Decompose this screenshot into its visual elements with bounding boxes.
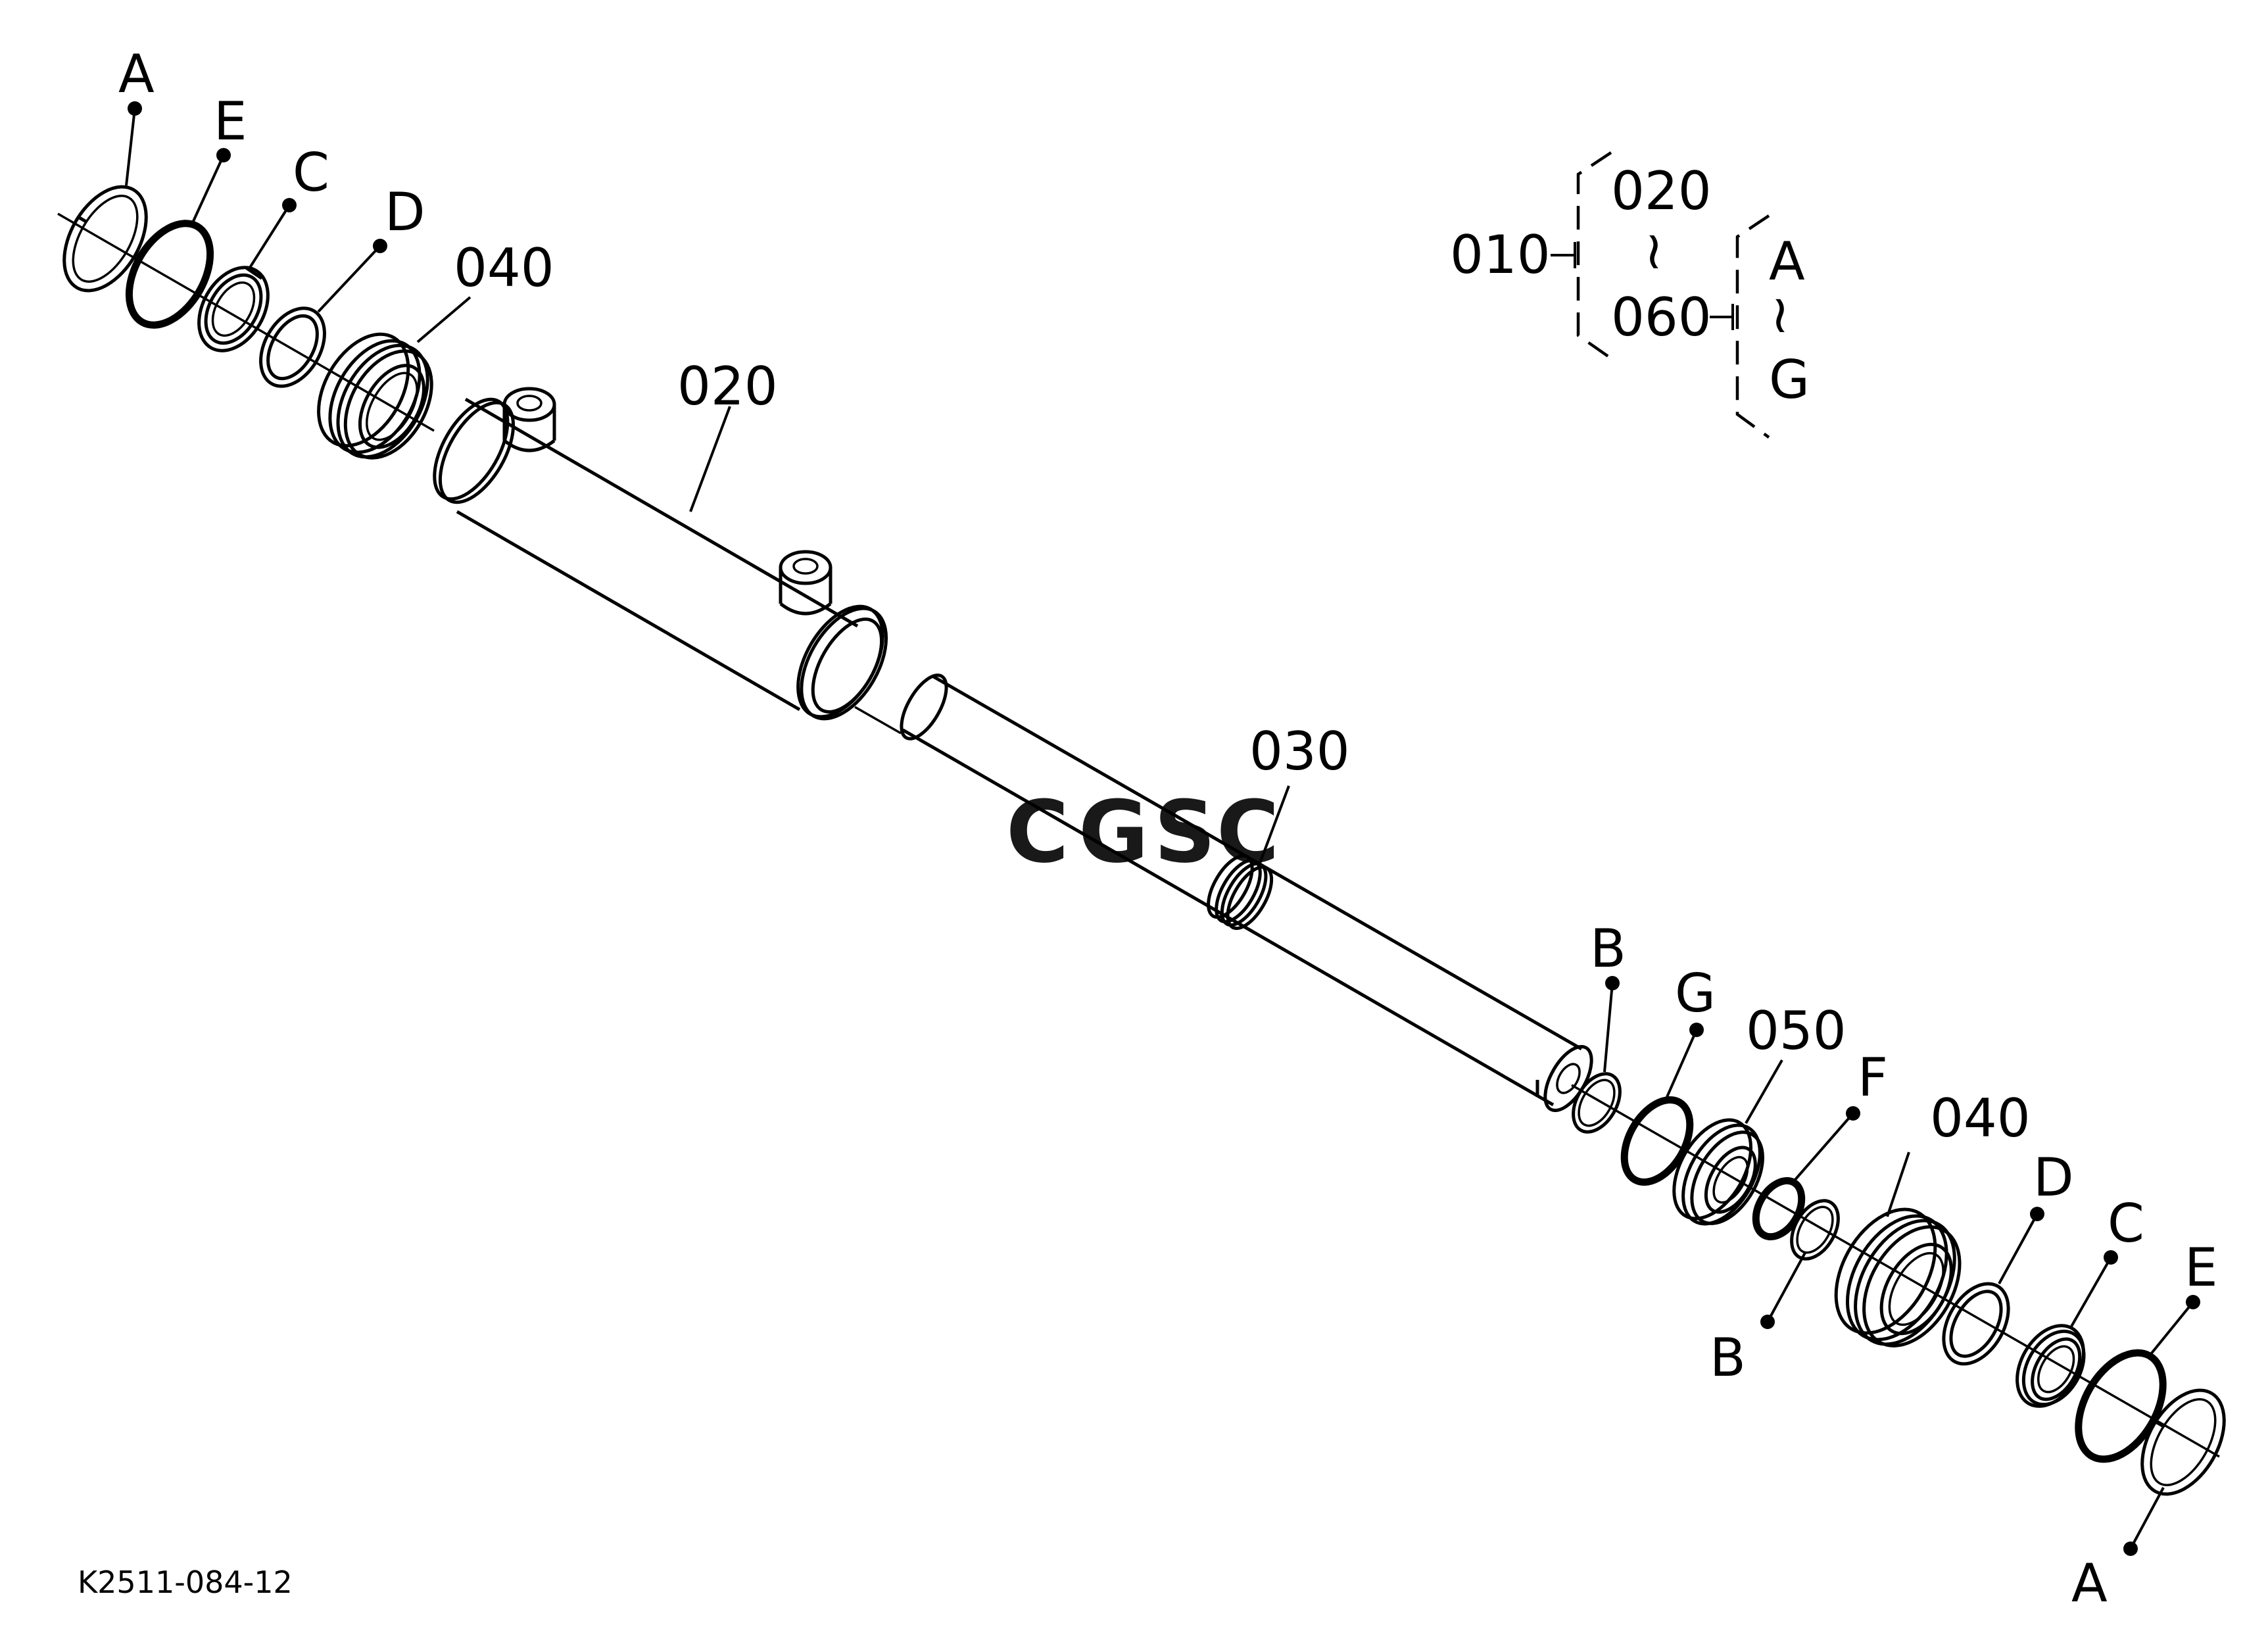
o-ring-e-left bbox=[125, 220, 214, 329]
seal-c-right bbox=[2015, 1324, 2086, 1408]
ring-b-lower bbox=[1790, 1199, 1840, 1261]
watermark-letter-4: C bbox=[1217, 782, 1279, 882]
label-b-lower: B bbox=[1710, 1327, 1746, 1388]
label-c-right: C bbox=[2108, 1193, 2144, 1254]
snap-ring-a-left bbox=[62, 185, 148, 293]
legend-range-start: 020 bbox=[1611, 160, 1712, 222]
leader-lines bbox=[125, 108, 2194, 1549]
ring-d-left bbox=[259, 306, 326, 388]
label-d-top: D bbox=[385, 182, 425, 243]
gland-040-left bbox=[317, 332, 433, 460]
o-ring-f-right bbox=[1752, 1177, 1806, 1241]
o-ring-g-right bbox=[1620, 1096, 1694, 1186]
legend-assembly-010: 010 bbox=[1450, 224, 1551, 285]
leader-dots bbox=[128, 101, 2200, 1556]
legend-sub-start: A bbox=[1769, 231, 1805, 292]
seal-c-left bbox=[197, 266, 270, 352]
watermark-letter-1: C bbox=[1006, 782, 1069, 882]
gland-040-right bbox=[1834, 1207, 1962, 1347]
label-e-right: E bbox=[2184, 1237, 2218, 1298]
port-boss-1 bbox=[502, 387, 556, 452]
label-050: 050 bbox=[1746, 1000, 1846, 1061]
cylinder-tube-020 bbox=[433, 387, 888, 721]
label-c-top: C bbox=[293, 142, 329, 203]
label-f-right: F bbox=[1858, 1047, 1888, 1108]
ring-d-right bbox=[1942, 1282, 2010, 1366]
label-a-lower: A bbox=[2071, 1553, 2108, 1614]
piston-050 bbox=[1672, 1118, 1764, 1226]
drawing-code: K2511-084-12 bbox=[78, 1565, 293, 1600]
label-040-right: 040 bbox=[1930, 1088, 2031, 1149]
snap-ring-a-right bbox=[2140, 1388, 2226, 1496]
label-a-top: A bbox=[118, 43, 155, 105]
legend-range-end: 060 bbox=[1611, 287, 1712, 348]
label-g-right: G bbox=[1675, 963, 1716, 1024]
watermark-letter-2: G bbox=[1078, 782, 1149, 882]
label-e-top: E bbox=[214, 91, 247, 152]
o-ring-e-right bbox=[2075, 1349, 2167, 1463]
label-030: 030 bbox=[1249, 721, 1350, 782]
port-boss-2 bbox=[779, 550, 832, 616]
label-d-right: D bbox=[2033, 1147, 2074, 1208]
part-labels: A E C D 040 020 030 B G 050 F 040 D C E … bbox=[118, 43, 2218, 1614]
watermark-logo: C G S C bbox=[1006, 782, 1279, 882]
label-020: 020 bbox=[677, 356, 778, 417]
watermark-letter-3: S bbox=[1154, 782, 1216, 882]
legend-sub-end: G bbox=[1769, 349, 1810, 410]
ring-b-right bbox=[1572, 1072, 1622, 1134]
assembly-legend: 010 020 ≀ 060 A ≀ G bbox=[1450, 151, 1810, 439]
label-040-top: 040 bbox=[454, 237, 554, 299]
legend-sub-sep: ≀ bbox=[1770, 283, 1790, 345]
legend-range-sep: ≀ bbox=[1644, 220, 1664, 281]
piston-rod-030 bbox=[900, 673, 1593, 1113]
label-b-right: B bbox=[1590, 918, 1626, 979]
